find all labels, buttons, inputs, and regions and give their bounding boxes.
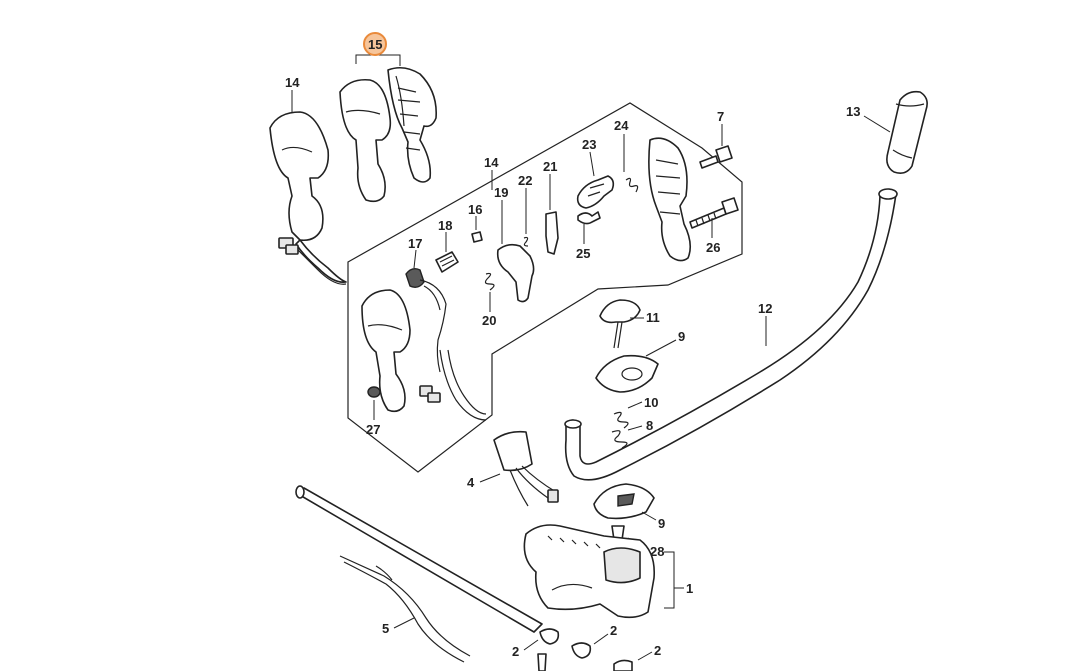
callout-18: 18 <box>438 218 452 233</box>
part-9-upper-clamp[interactable] <box>595 354 659 393</box>
part-15-handle-shells[interactable] <box>339 66 437 203</box>
callout-22: 22 <box>518 173 532 188</box>
part-24-spring[interactable] <box>625 177 639 193</box>
part-2-clip-c[interactable] <box>613 659 633 671</box>
callout-12: 12 <box>758 301 772 316</box>
callout-20: 20 <box>482 313 496 328</box>
part-10-spring[interactable] <box>613 411 629 429</box>
part-2-clip-a[interactable] <box>539 628 560 645</box>
part-9-lower-clamp[interactable] <box>593 483 655 520</box>
part-26-long-screw[interactable] <box>689 197 739 229</box>
callout-4: 4 <box>467 475 475 490</box>
callout-13: 13 <box>846 104 860 119</box>
assembly-group-frame <box>347 102 743 473</box>
callout-15[interactable]: 15 <box>368 37 382 52</box>
callout-14-top: 14 <box>285 75 300 90</box>
callout-24: 24 <box>614 118 629 133</box>
callout-23: 23 <box>582 137 596 152</box>
callout-2-right: 2 <box>654 643 661 658</box>
callout-27: 27 <box>366 422 380 437</box>
callout-7: 7 <box>717 109 724 124</box>
callout-15-highlight-ring[interactable] <box>363 32 387 56</box>
part-5-cable[interactable] <box>339 555 471 663</box>
part-11-knob[interactable] <box>599 299 641 349</box>
part-18-switch[interactable] <box>435 251 459 273</box>
callout-5: 5 <box>382 621 389 636</box>
part-2-clip-b[interactable] <box>571 642 592 659</box>
part-12-handle-tube[interactable] <box>564 188 898 481</box>
callout-28: 28 <box>650 544 664 559</box>
part-14-handle-inner[interactable] <box>361 289 487 421</box>
part-27-nut[interactable] <box>367 386 381 398</box>
part-1-housing[interactable] <box>523 524 656 619</box>
callout-14-group: 14 <box>484 155 499 170</box>
callout-11: 11 <box>646 310 660 325</box>
part-8-spring[interactable] <box>611 430 628 449</box>
part-23-lever[interactable] <box>576 175 615 209</box>
callout-21: 21 <box>543 159 557 174</box>
part-13-grip[interactable] <box>886 90 928 174</box>
part-25-pin[interactable] <box>577 211 601 225</box>
part-4-connector[interactable] <box>493 430 559 507</box>
part-16-clip[interactable] <box>471 231 483 243</box>
callout-8: 8 <box>646 418 653 433</box>
callout-17: 17 <box>408 236 422 251</box>
part-20-spring[interactable] <box>484 272 495 291</box>
drive-shaft[interactable] <box>295 485 543 633</box>
part-21-small-lever[interactable] <box>545 211 559 255</box>
callout-10: 10 <box>644 395 658 410</box>
part-14-handle-housing[interactable] <box>269 111 347 285</box>
callout-9-lower: 9 <box>658 516 665 531</box>
callout-1: 1 <box>686 581 693 596</box>
part-2-screw[interactable] <box>537 653 547 671</box>
callout-19: 19 <box>494 185 508 200</box>
callout-2-left: 2 <box>512 644 519 659</box>
part-17-wiring[interactable] <box>405 267 447 373</box>
right-handle-shell[interactable] <box>648 137 692 262</box>
callout-26: 26 <box>706 240 720 255</box>
callout-25: 25 <box>576 246 590 261</box>
callout-9-upper: 9 <box>678 329 685 344</box>
callout-16: 16 <box>468 202 482 217</box>
callout-2-mid: 2 <box>610 623 617 638</box>
part-7-screw[interactable] <box>699 145 733 169</box>
part-22-tiny-spring[interactable] <box>523 236 529 247</box>
part-19-trigger[interactable] <box>496 243 535 303</box>
